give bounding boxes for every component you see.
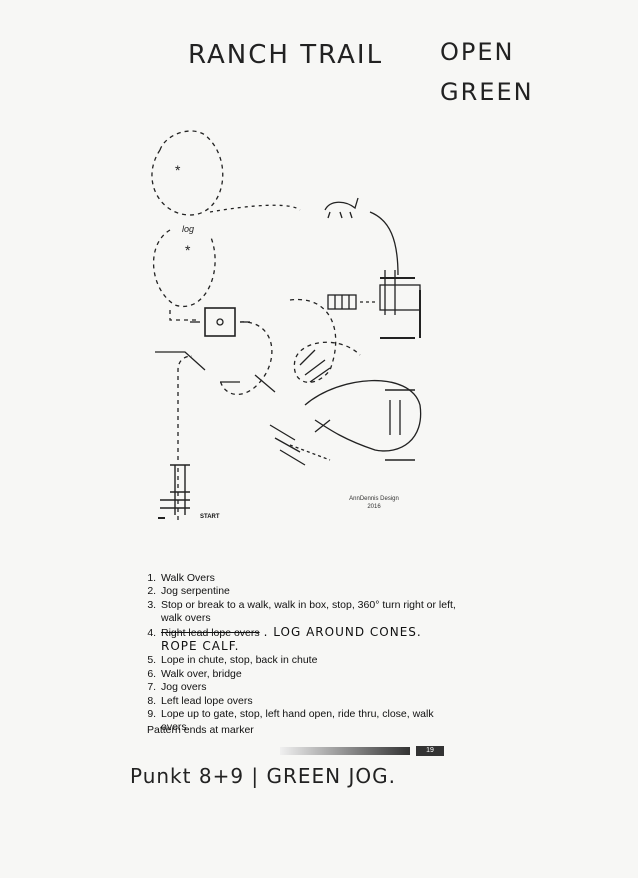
pattern-end-text: Pattern ends at marker xyxy=(147,724,254,736)
start-label: START xyxy=(200,514,220,520)
instruction-item: Stop or break to a walk, walk in box, st… xyxy=(159,599,459,626)
loop-path-lower xyxy=(152,229,216,308)
instruction-item: Left lead lope overs xyxy=(159,695,459,708)
handwritten-note: . LOG AROUND CONES. ROPE CALF. xyxy=(161,624,422,654)
path-to-chute xyxy=(369,211,399,276)
page-number: 19 xyxy=(416,746,444,756)
designer-year: 2016 xyxy=(367,504,381,510)
instruction-item: Right lead lope overs. LOG AROUND CONES.… xyxy=(159,624,459,655)
designer-credit: AnnDennis Design xyxy=(349,496,399,502)
box xyxy=(204,307,236,337)
instruction-item: Walk Overs xyxy=(159,572,459,585)
start-gate xyxy=(160,464,190,515)
walkover-poles-left xyxy=(155,351,276,393)
lope-oval-path xyxy=(304,379,422,452)
loop-path-top xyxy=(151,130,224,216)
svg-text:*: * xyxy=(175,162,181,178)
instruction-item: Jog serpentine xyxy=(159,585,459,598)
svg-text:*: * xyxy=(185,242,191,258)
handwritten-footer-note: Punkt 8+9 | GREEN JOG. xyxy=(130,764,396,788)
struck-instruction: Right lead lope overs xyxy=(161,626,260,639)
page-footer-bar xyxy=(280,747,410,755)
instruction-item: Lope in chute, stop, back in chute xyxy=(159,654,459,667)
path-to-calf xyxy=(209,204,301,213)
class-label-line2: GREEN xyxy=(440,78,534,106)
start-path xyxy=(177,355,193,520)
instruction-list: Walk Overs Jog serpentine Stop or break … xyxy=(145,572,459,735)
serpentine-path xyxy=(169,310,200,321)
log-label: log xyxy=(182,224,194,234)
walkover-poles-bottom xyxy=(269,419,331,466)
instruction-item: Lope up to gate, stop, left hand open, r… xyxy=(159,708,459,735)
center-loop xyxy=(289,298,361,383)
class-label-line1: OPEN xyxy=(440,38,515,66)
calf-icon xyxy=(324,197,359,219)
instruction-item: Walk over, bridge xyxy=(159,668,459,681)
page-title: RANCH TRAIL xyxy=(188,40,384,70)
instruction-item: Jog overs xyxy=(159,681,459,694)
trail-pattern-diagram: * * log xyxy=(151,130,422,520)
